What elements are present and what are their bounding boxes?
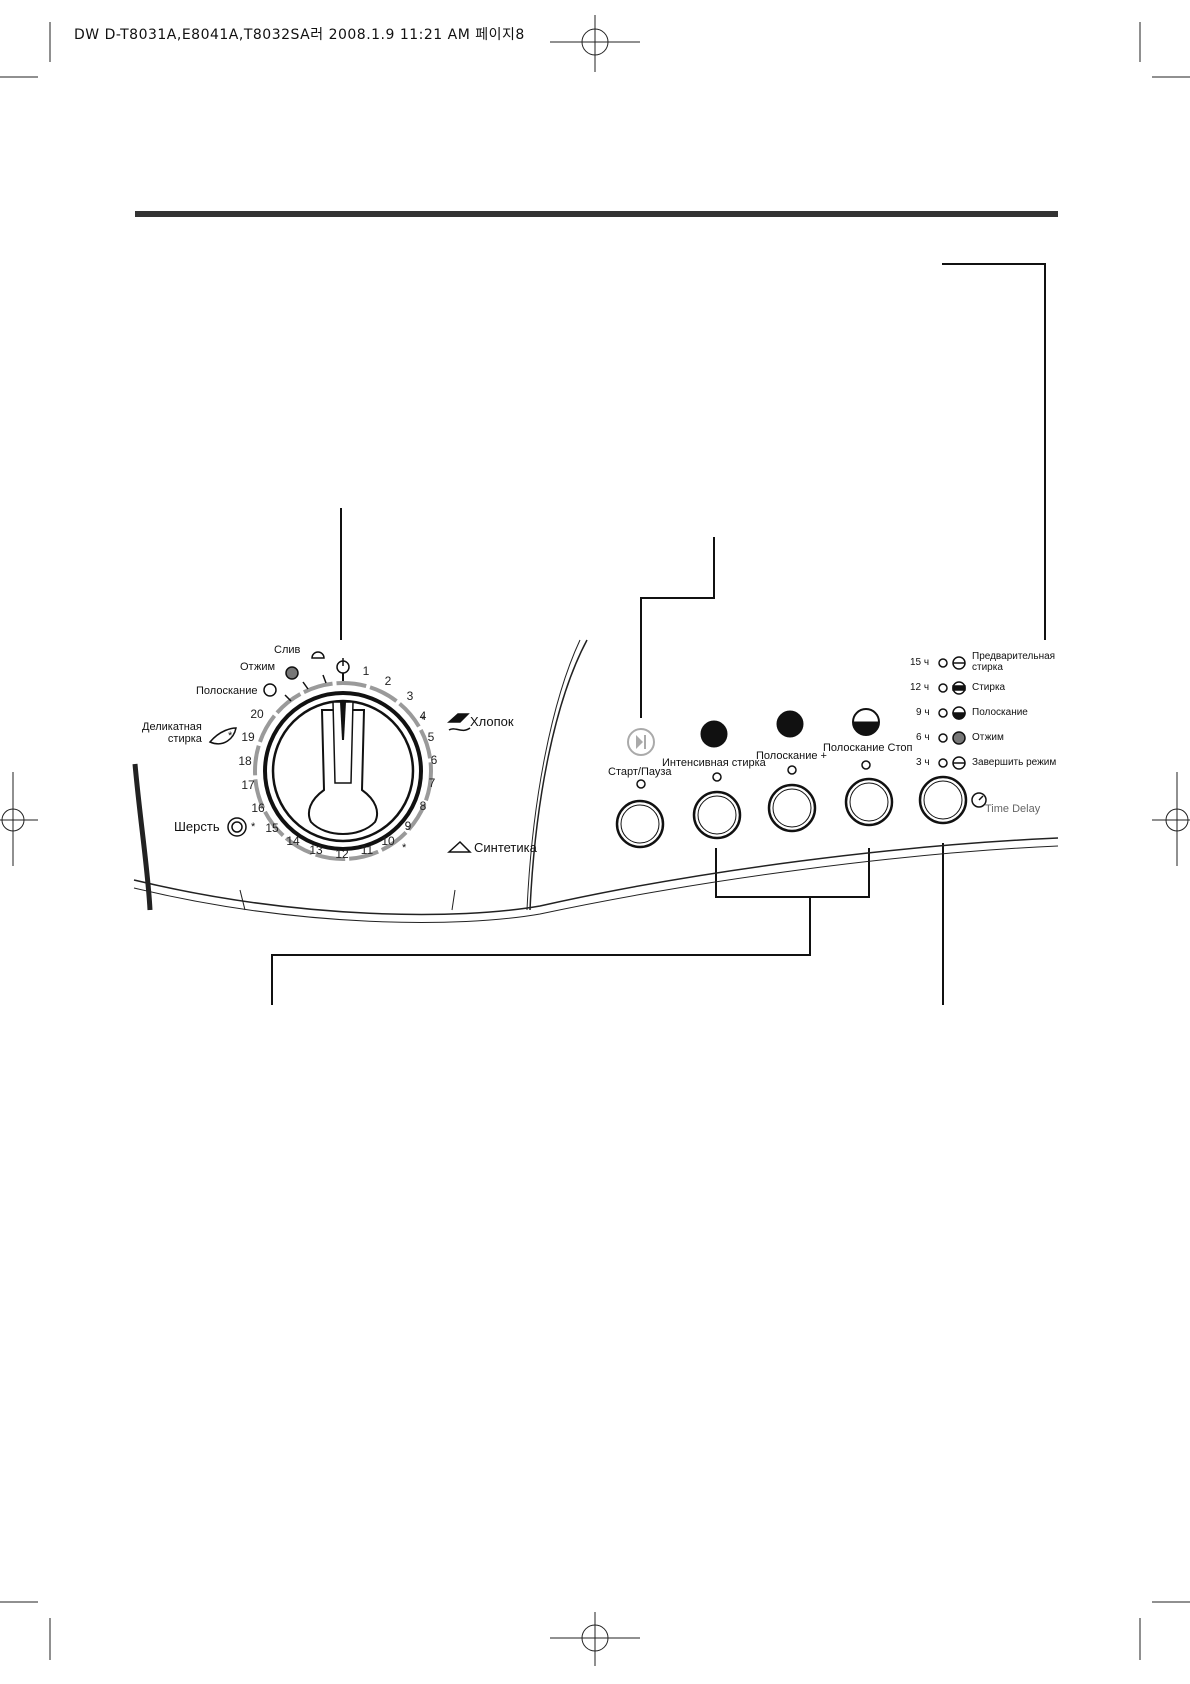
buttons [615, 775, 968, 849]
dial-number: 13 [309, 843, 323, 857]
dial-number: 5 [427, 730, 435, 744]
dial-number: 8 [419, 799, 427, 813]
label-wool: Шерсть [174, 819, 220, 834]
dial-number: 20 [250, 707, 264, 721]
label-spin: Отжим [240, 661, 276, 673]
delay-hours: 6 ч [916, 732, 930, 743]
delay-hours: 12 ч [910, 682, 930, 693]
cotton-icon [447, 713, 470, 723]
indicator-leds [636, 760, 871, 789]
label-rinse-plus: Полоскание + [756, 750, 827, 762]
delay-text: Стирка [972, 682, 1006, 693]
header-rule [135, 211, 1058, 217]
dial-icons [208, 651, 472, 853]
dial-number: 9 [404, 819, 412, 833]
dial-number: 19 [241, 730, 255, 744]
dial-number: 16 [251, 801, 265, 815]
label-intensive: Интенсивная стирка [662, 757, 766, 769]
callout-lines [271, 263, 1046, 1005]
star-delicate: * [228, 730, 233, 742]
label-time-delay: Time Delay [985, 803, 1041, 815]
dial-number: 15 [265, 821, 279, 835]
wool-icon [227, 817, 247, 837]
label-rinse-stop: Полоскание Стоп [823, 742, 913, 754]
dial-number: 3 [406, 689, 414, 703]
dial-number: 4 [419, 709, 427, 723]
intensive-icon [700, 720, 728, 748]
delay-text: Полоскание [972, 707, 1028, 718]
rinse-plus-icon [776, 710, 804, 738]
dial-number: 10 [381, 834, 395, 848]
delay-text: Предварительная стирка [972, 651, 1056, 673]
label-start-pause: Старт/Пауза [608, 766, 672, 778]
star-wool: * [251, 821, 256, 833]
star-cotton: * [421, 714, 426, 726]
time-delay-indicators [938, 656, 987, 808]
panel-outline [132, 639, 1059, 923]
dial-number: 1 [362, 664, 370, 678]
program-dial [253, 673, 433, 861]
spin-icon [285, 666, 299, 680]
dial-number: 11 [360, 843, 374, 857]
button-icons [627, 708, 880, 756]
rinse-icon [263, 683, 277, 697]
dial-number: 14 [286, 834, 300, 848]
label-synthetic: Синтетика [474, 840, 537, 855]
delay-text: Отжим [972, 732, 1004, 743]
dial-number: 18 [238, 754, 252, 768]
delicate-icon [208, 727, 237, 745]
header-text: DW D-T8031A,E8041A,T8032SA러 2008.1.9 11:… [74, 27, 525, 43]
delay-text: Завершить режим [972, 757, 1057, 768]
label-rinse: Полоскание [196, 685, 258, 697]
label-drain: Слив [274, 644, 301, 656]
dial-number: 7 [428, 776, 436, 790]
dial-number: 2 [384, 674, 392, 688]
delay-hours: 3 ч [916, 757, 930, 768]
dial-number: 12 [335, 847, 349, 861]
label-delicate: Деликатная стирка [142, 721, 202, 745]
dial-number: 17 [241, 778, 255, 792]
drain-icon [311, 651, 325, 659]
delay-hours: 15 ч [910, 657, 930, 668]
delay-hours: 9 ч [916, 707, 930, 718]
star-synthetic: * [402, 842, 407, 854]
registration-marks [0, 15, 1190, 1666]
label-cotton: Хлопок [470, 714, 514, 729]
dial-number: 6 [430, 753, 438, 767]
start-pause-icon [627, 728, 655, 756]
synthetic-icon [447, 840, 472, 853]
